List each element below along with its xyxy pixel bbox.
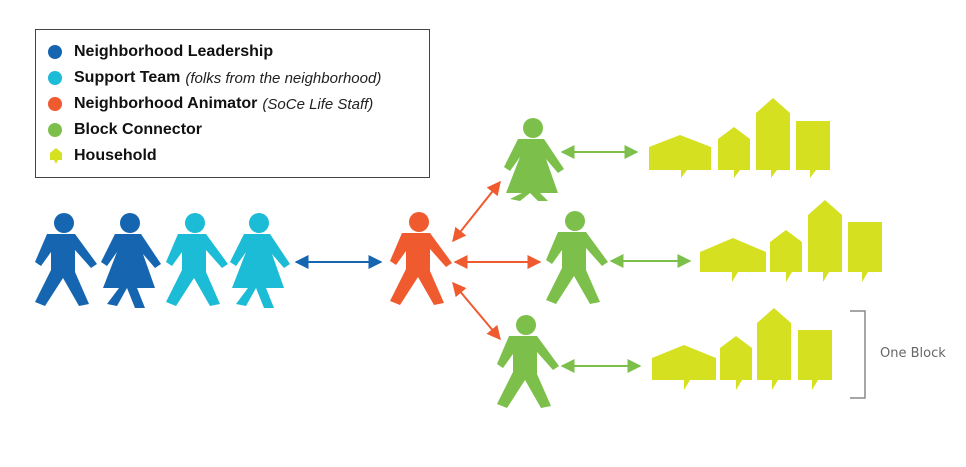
house-icon [798, 330, 832, 390]
one-block-label: One Block [880, 346, 946, 361]
legend: Neighborhood Leadership Support Team (fo… [35, 29, 430, 178]
legend-item-leadership: Neighborhood Leadership [48, 40, 273, 64]
legend-swatch-icon [48, 97, 62, 111]
house-icon [796, 121, 830, 178]
leadership-person-icon [101, 213, 161, 308]
house-icon [50, 148, 62, 164]
legend-item-household: Household [48, 144, 157, 168]
legend-note: (SoCe Life Staff) [262, 95, 374, 113]
household-row [649, 98, 830, 178]
household-row [700, 200, 882, 282]
legend-label: Neighborhood Leadership [74, 43, 274, 60]
connector-person-icon [504, 118, 564, 201]
block-bracket [850, 310, 866, 399]
household-row [652, 308, 832, 390]
leadership-person-icon [35, 213, 97, 306]
legend-note: (folks from the neighborhood) [185, 69, 382, 87]
house-icon [720, 336, 752, 390]
house-icon [757, 308, 791, 390]
animator-connector-arrow [452, 180, 501, 243]
house-icon [649, 135, 711, 178]
house-icon [848, 222, 882, 282]
connector-person-icon [497, 315, 559, 408]
house-icon [808, 200, 842, 282]
house-icon [756, 98, 790, 178]
legend-label: Block Connector [74, 121, 203, 138]
legend-swatch-icon [48, 71, 62, 85]
connector-person-icon [546, 211, 608, 304]
house-icon [770, 230, 802, 282]
legend-label: Household [74, 147, 157, 164]
legend-label: Support Team [74, 69, 181, 86]
legend-item-support-team: Support Team (folks from the neighborhoo… [48, 66, 381, 90]
support-person-icon [166, 213, 228, 306]
house-icon [652, 345, 716, 390]
legend-swatch-icon [48, 123, 62, 137]
legend-item-block-connector: Block Connector [48, 118, 202, 142]
legend-item-animator: Neighborhood Animator (SoCe Life Staff) [48, 92, 373, 116]
house-icon [718, 127, 750, 178]
animator-person-icon [390, 212, 452, 305]
house-icon [700, 238, 766, 282]
support-person-icon [230, 213, 290, 308]
legend-label: Neighborhood Animator [74, 95, 258, 112]
animator-connector-arrow [452, 281, 501, 341]
legend-swatch-icon [48, 45, 62, 59]
